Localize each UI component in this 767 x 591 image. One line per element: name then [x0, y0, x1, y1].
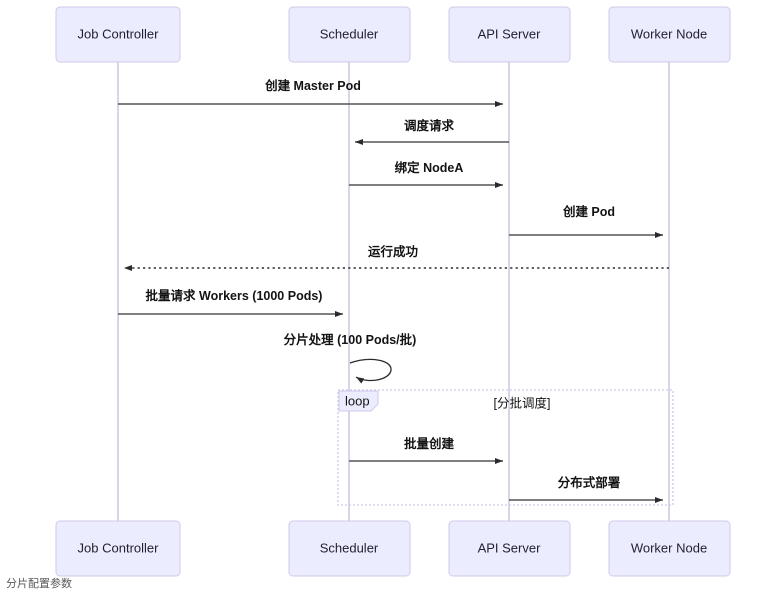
message-label-5: 运行成功: [368, 244, 418, 259]
message-batch-create[interactable]: 批量创建: [349, 436, 503, 464]
actor-top-api-server[interactable]: API Server: [448, 6, 571, 63]
message-label-1: 创建 Master Pod: [264, 78, 361, 93]
loop-frame: [337, 389, 674, 506]
footer-note: 分片配置参数: [6, 578, 72, 590]
message-label-4: 创建 Pod: [562, 204, 615, 219]
message-label-8: 批量创建: [404, 436, 455, 451]
actor-bottom-api-server-box: [448, 520, 571, 577]
selfloop-arc: [349, 358, 392, 384]
actor-top-job-controller-label: Job Controller: [78, 26, 160, 41]
message-label-6: 批量请求 Workers (1000 Pods): [146, 288, 323, 303]
message-run-success[interactable]: 运行成功: [124, 244, 669, 271]
actor-top-worker-node-box: [608, 6, 731, 63]
actor-top-scheduler-box: [288, 6, 411, 63]
actor-bottom-api-server-label: API Server: [478, 540, 542, 555]
actor-bottom-api-server[interactable]: API Server: [448, 520, 571, 577]
actor-top-scheduler-label: Scheduler: [320, 26, 379, 41]
loop-condition-label: [分批调度]: [494, 395, 551, 410]
actor-top-job-controller-box: [55, 6, 181, 63]
message-label-7: 分片处理 (100 Pods/批): [284, 332, 417, 347]
message-shard-processing-selfloop[interactable]: 分片处理 (100 Pods/批): [284, 332, 417, 384]
lifelines-group: [117, 62, 670, 521]
message-label-3: 绑定 NodeA: [395, 160, 464, 175]
actor-bottom-job-controller-box: [55, 520, 181, 577]
actor-bottom-scheduler[interactable]: Scheduler: [288, 520, 411, 577]
message-batch-request-workers[interactable]: 批量请求 Workers (1000 Pods): [118, 288, 343, 317]
message-schedule-request[interactable]: 调度请求: [355, 118, 509, 145]
message-label-9: 分布式部署: [558, 475, 621, 490]
actor-top-api-server-label: API Server: [478, 26, 542, 41]
message-label-2: 调度请求: [404, 118, 455, 133]
actor-bottom-worker-node-box: [608, 520, 731, 577]
loop-kind-label: loop: [345, 393, 370, 408]
message-create-pod[interactable]: 创建 Pod: [509, 204, 663, 238]
actor-top-worker-node[interactable]: Worker Node: [608, 6, 731, 63]
fragment-loop-batch-scheduling: loop [分批调度]: [337, 389, 674, 506]
message-bind-nodea[interactable]: 绑定 NodeA: [349, 160, 503, 188]
actor-bottom-worker-node[interactable]: Worker Node: [608, 520, 731, 577]
actors-bottom: Job Controller Scheduler API Server Work…: [55, 520, 731, 577]
actor-bottom-job-controller[interactable]: Job Controller: [55, 520, 181, 577]
actor-top-scheduler[interactable]: Scheduler: [288, 6, 411, 63]
message-create-master-pod[interactable]: 创建 Master Pod: [118, 78, 503, 107]
actor-bottom-scheduler-label: Scheduler: [320, 540, 379, 555]
message-distributed-deploy[interactable]: 分布式部署: [509, 475, 663, 503]
actors-top: Job Controller Scheduler API Server Work…: [55, 6, 731, 63]
actor-top-worker-node-label: Worker Node: [631, 26, 707, 41]
actor-bottom-job-controller-label: Job Controller: [78, 540, 160, 555]
actor-top-job-controller[interactable]: Job Controller: [55, 6, 181, 63]
actor-top-api-server-box: [448, 6, 571, 63]
actor-bottom-scheduler-box: [288, 520, 411, 577]
loop-tag-shape: [338, 390, 379, 412]
actor-bottom-worker-node-label: Worker Node: [631, 540, 707, 555]
